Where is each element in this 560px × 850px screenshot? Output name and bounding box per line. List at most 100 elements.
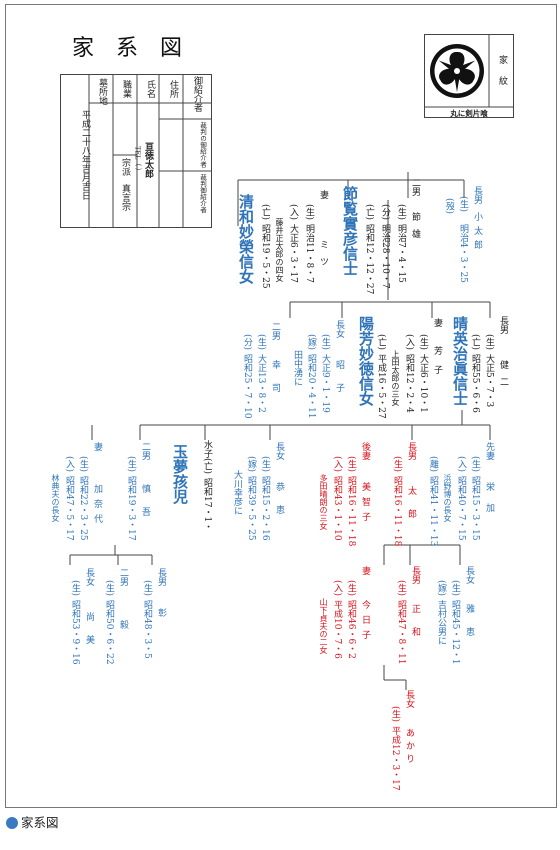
g4-right-eldest-birth: 昭和47・8・11 — [396, 600, 406, 665]
g3-daughter-marry-mark: (嫁) — [246, 456, 256, 473]
g3-daughter-to: 大川幸彦に — [232, 470, 242, 515]
g4-right-daughter-birth: 昭和45・12・1 — [450, 600, 460, 665]
g1-second-death: 昭和12・12・27 — [364, 224, 374, 295]
g4-left-second-rel: 二男 — [118, 568, 128, 586]
info-table-grid — [88, 75, 211, 227]
g2-eldest-death-mark: (亡) — [470, 334, 480, 351]
g3-second-birth: 昭和19・3・17 — [126, 476, 136, 541]
g1-wife-birth: 明治11・8・7 — [304, 224, 314, 283]
g4-right-wife-name: 今日子 — [360, 600, 370, 645]
g4-left-second-birth: 昭和50・6・22 — [104, 600, 114, 665]
g2-wife-death-mark: (亡) — [376, 334, 386, 351]
g3-exwife-birth-mark: (生) — [470, 456, 480, 473]
g4-left-eldest-name: 彰 — [156, 608, 166, 617]
g2-wife-in-mark: (入) — [404, 334, 414, 351]
g3-exwife-origin: 浜野博の長女 — [443, 474, 452, 522]
g2-daughter-birth: 大正9・1・19 — [320, 354, 330, 413]
g4-right-wife-birth-mark: (生) — [346, 580, 356, 597]
g2-wife-birth-mark: (生) — [418, 334, 428, 351]
g2-second-birth: 大正13・8・2 — [256, 354, 266, 413]
g4-left-daughter-birth: 昭和53・9・16 — [70, 600, 80, 665]
info-header-introducer: 御紹介者 — [192, 76, 202, 112]
g4-left-eldest-birth: 昭和48・3・5 — [142, 600, 152, 659]
g4-right-wife-rel: 妻 — [360, 566, 370, 575]
g2-wife-name: 芳子 — [432, 346, 442, 384]
g2-daughter-rel: 長女 — [334, 320, 344, 338]
g1-wife-rel: 妻 — [318, 190, 328, 199]
caption-text: 家系図 — [21, 815, 59, 830]
g3-laterwife-birth: 昭和16・11・18 — [346, 476, 356, 547]
g2-eldest-posthumous: 晴英治眞信士 — [451, 316, 469, 406]
g3-exwife-birth: 昭和15・3・15 — [470, 476, 480, 541]
g2-second-age-mark: (分) — [242, 334, 252, 351]
info-name: 亘徳太郎 — [143, 142, 153, 178]
g4-right-wife-in-mark: (入) — [332, 580, 342, 597]
g5-daughter-birth: 平成12・3・17 — [390, 726, 400, 791]
g2-eldest-name: 健二 — [498, 360, 508, 394]
g2-eldest-birth-mark: (生) — [484, 334, 494, 351]
g2-second-birth-mark: (生) — [256, 334, 266, 351]
g4-left-daughter-rel: 長女 — [84, 568, 94, 586]
g1-second-age-mark: (分) — [380, 204, 390, 221]
crest-grid — [425, 35, 513, 108]
g4-left-second-birth-mark: (生) — [104, 580, 114, 597]
g3-exwife-in-mark: (入) — [456, 456, 466, 473]
g4-right-wife-in: 平成10・7・6 — [332, 600, 342, 659]
g4-right-eldest-name: 正和 — [410, 604, 420, 650]
g1-eldest-rel: 長男 — [472, 186, 482, 204]
crest-label: 家紋 — [497, 55, 507, 97]
g4-right-daughter-name: 雅恵 — [464, 604, 474, 650]
info-header-job: 職業 — [121, 80, 131, 98]
g2-wife-origin: 上田太郎の三女 — [391, 350, 400, 406]
g4-left-daughter-birth-mark: (生) — [70, 580, 80, 597]
g4-right-daughter-rel: 長女 — [464, 566, 474, 584]
family-tree-frame — [5, 4, 557, 808]
crest-name: 丸に剣片喰 — [450, 109, 488, 118]
g1-second-age: 明治28・10・7 — [380, 224, 390, 289]
g3-daughter-marry: 昭和39・5・25 — [246, 476, 256, 541]
g4-left-daughter-name: 尚美 — [84, 612, 94, 658]
g3-eldest-birth: 昭和16・11・18 — [392, 476, 402, 547]
g1-second-name: 節雄 — [410, 212, 420, 246]
g1-second-death-mark: (亡) — [364, 204, 374, 221]
g3-laterwife-name: 美智子 — [360, 482, 370, 527]
g3-exwife-in: 昭和40・7・15 — [456, 476, 466, 541]
g2-second-name: 幸司 — [270, 360, 280, 406]
g1-second-rel: 二男 — [410, 178, 420, 196]
g2-daughter-marry: 昭和20・4・11 — [306, 354, 316, 419]
g1-wife-birth-mark: (生) — [304, 204, 314, 221]
info-header-name: 氏名 — [145, 80, 155, 98]
g2-second-rel: 二男 — [270, 322, 280, 340]
g3-exwife-div-mark: (離) — [428, 456, 438, 473]
g3-wife2-origin: 林典夫の長女 — [51, 474, 60, 522]
g4-right-wife-origin: 山下貞夫の二女 — [319, 598, 328, 654]
g3-second-rel: 二男 — [140, 442, 150, 460]
g1-eldest-birth: 明治4・3・25 — [458, 224, 468, 283]
g3-child-posthumous: 玉夢孩児 — [171, 444, 189, 504]
info-date: 平成二十八年吉月吉日 — [80, 110, 90, 200]
g1-second-birth: 明治7・4・15 — [396, 224, 406, 283]
g3-laterwife-origin: 多田晴朗の三女 — [319, 474, 328, 530]
g3-daughter-birth: 昭和15・2・16 — [260, 476, 270, 541]
g3-exwife-name: 栄加 — [484, 482, 494, 524]
g1-second-birth-mark: (生) — [396, 204, 406, 221]
g3-wife2-birth: 昭和22・3・25 — [78, 476, 88, 541]
g2-daughter-to: 田中湧に — [292, 350, 302, 386]
g4-right-daughter-marry-mark: (嫁) — [436, 580, 446, 597]
g1-wife-in: 大正6・3・17 — [288, 224, 298, 283]
g2-eldest-birth: 大正5・7・3 — [484, 354, 494, 408]
g3-laterwife-in-mark: (入) — [332, 456, 342, 473]
g2-daughter-name: 昭子 — [334, 360, 344, 406]
g1-eldest-name: 小太郎 — [472, 212, 482, 254]
page-title: 家系図 — [72, 36, 205, 61]
g5-daughter-rel: 長女 — [404, 690, 414, 708]
g3-child-rel: 水子 — [202, 440, 212, 458]
g4-right-wife-birth: 昭和46・6・2 — [346, 600, 356, 659]
info-introducer-1: 裁判の御紹介者 — [198, 122, 207, 168]
g4-right-daughter-birth-mark: (生) — [450, 580, 460, 597]
g4-left-second-name: 毅 — [118, 620, 128, 629]
g3-laterwife-birth-mark: (生) — [346, 456, 356, 473]
info-tel: TEL（ ） — [133, 146, 142, 175]
g3-second-birth-mark: (生) — [126, 456, 136, 473]
